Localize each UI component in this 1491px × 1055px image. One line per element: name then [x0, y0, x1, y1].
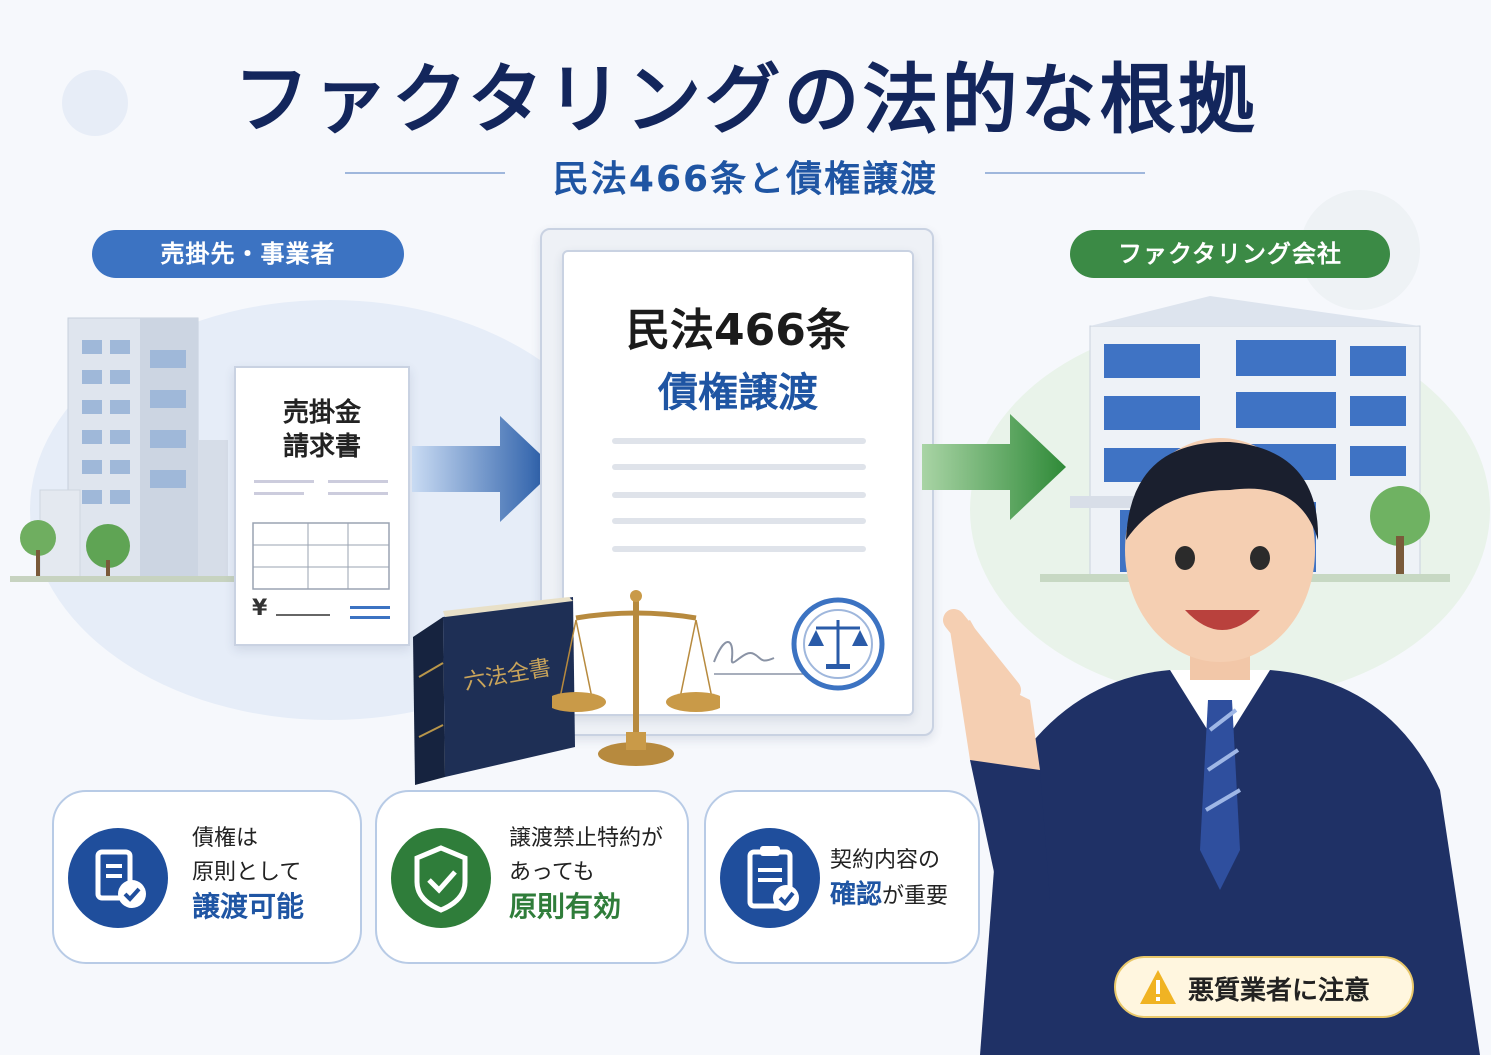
card1-line2: 原則として — [192, 860, 302, 885]
yen-symbol: ¥ — [252, 596, 268, 621]
card3-suffix: が重要 — [882, 884, 949, 909]
page-title: ファクタリングの法的な根拠 — [233, 55, 1258, 144]
left-party-label: 売掛先・事業者 — [92, 230, 404, 278]
invoice-title-line2: 請求書 — [282, 432, 361, 462]
legal-document-frame: 民法466条 債権譲渡 — [540, 228, 934, 736]
document-check-icon — [68, 828, 168, 928]
card1-line1: 債権は — [192, 826, 259, 851]
client-building-icon — [10, 317, 240, 582]
book-icon — [413, 597, 575, 785]
shield-check-icon — [391, 828, 491, 928]
signature-icon — [713, 641, 804, 675]
subtitle-rule-right — [985, 172, 1145, 174]
legal-document: 民法466条 債権譲渡 — [562, 250, 914, 716]
card2-line2: あっても — [509, 860, 595, 885]
scales-seal-icon — [791, 597, 885, 691]
legal-doc-topic: 債権譲渡 — [658, 370, 818, 416]
law-book: 六法全書 — [413, 597, 575, 785]
balance-scale-icon — [552, 590, 720, 766]
card2-line1: 譲渡禁止特約が — [509, 826, 664, 851]
page-subtitle: 民法466条と債権譲渡 — [552, 159, 939, 200]
warning-text: 悪質業者に注意 — [1188, 976, 1371, 1006]
card3-highlight: 確認 — [830, 880, 883, 910]
subtitle-rule-left — [345, 172, 505, 174]
arrow-right-icon — [922, 414, 1066, 520]
invoice-table — [252, 522, 390, 590]
subtitle-row: 民法466条と債権譲渡 — [0, 150, 1491, 200]
right-party-label: ファクタリング会社 — [1070, 230, 1390, 278]
warning-icon — [1140, 970, 1176, 1004]
legal-doc-article: 民法466条 — [626, 305, 850, 356]
arrow-right-icon — [412, 416, 556, 522]
info-card-transferable: 債権は 原則として 譲渡可能 — [52, 790, 362, 964]
invoice-title-line1: 売掛金 — [282, 398, 361, 428]
clipboard-check-icon — [720, 828, 820, 928]
card3-line1: 契約内容の — [830, 848, 941, 873]
info-card-confirm: 契約内容の 確認が重要 — [704, 790, 980, 964]
card2-highlight: 原則有効 — [509, 890, 622, 923]
invoice-document: 売掛金 請求書 ¥ — [234, 366, 410, 646]
info-card-valid: 譲渡禁止特約が あっても 原則有効 — [375, 790, 689, 964]
warning-badge: 悪質業者に注意 — [1114, 956, 1414, 1018]
card1-highlight: 譲渡可能 — [192, 890, 305, 923]
decor-circle — [62, 70, 128, 136]
